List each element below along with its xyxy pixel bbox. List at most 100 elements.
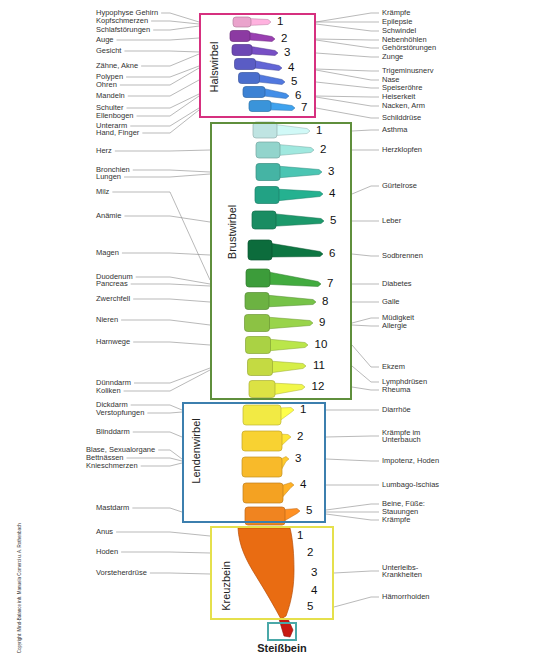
section-name: Halswirbel bbox=[209, 42, 220, 93]
leader-line bbox=[133, 342, 210, 345]
leader-line bbox=[142, 110, 199, 133]
section-name: Kreuzbein bbox=[221, 561, 232, 611]
vertebral-body bbox=[239, 73, 260, 84]
leader-line bbox=[316, 96, 379, 97]
symptom-label: Epilepsie bbox=[382, 18, 412, 26]
organ-label: Schulter bbox=[96, 104, 124, 112]
vertebral-body bbox=[253, 122, 277, 138]
leader-line bbox=[316, 13, 379, 22]
leader-line bbox=[137, 96, 199, 116]
leader-line bbox=[316, 39, 379, 40]
organ-label: Bettnässen bbox=[86, 454, 124, 462]
symptom-label: Sodbrennen bbox=[382, 252, 423, 260]
symptom-label: Trigeminusnerv bbox=[382, 67, 433, 75]
leader-line bbox=[115, 150, 210, 151]
vertebra-number: 5 bbox=[291, 76, 297, 88]
spinous-process bbox=[247, 32, 275, 41]
vertebra-number: 7 bbox=[327, 278, 333, 290]
copyright-note: Copyright: Mind-Balance inh. Manuela Com… bbox=[18, 523, 23, 653]
organ-label: Kopfschmerzen bbox=[96, 17, 148, 25]
leader-line bbox=[131, 284, 210, 286]
leader-line bbox=[352, 318, 379, 323]
symptom-label: Nacken, Arm bbox=[382, 102, 425, 110]
vertebral-body bbox=[233, 17, 251, 27]
vertebral-body bbox=[230, 31, 250, 42]
organ-label: Auge bbox=[96, 36, 114, 44]
symptom-label: Gehörstörungen bbox=[382, 44, 436, 52]
spinous-process bbox=[277, 144, 314, 155]
leader-line bbox=[316, 40, 379, 48]
leader-line bbox=[127, 94, 199, 108]
leader-line bbox=[326, 512, 379, 513]
organ-label: Hypophyse Gehirn bbox=[96, 9, 158, 17]
symptom-label: Lumbago-Ischias bbox=[382, 481, 439, 489]
symptom-label: Asthma bbox=[382, 126, 407, 134]
symptom-label: Ekzem bbox=[382, 363, 405, 371]
vertebral-body bbox=[249, 381, 275, 398]
leader-line bbox=[141, 54, 199, 66]
leader-line bbox=[134, 368, 210, 383]
leader-line bbox=[352, 387, 379, 390]
symptom-label: Gürtelrose bbox=[382, 182, 417, 190]
organ-label: Ellenbogen bbox=[96, 112, 134, 120]
symptom-label: Impotenz, Hoden bbox=[382, 457, 439, 465]
section-caption: Steißbein bbox=[257, 643, 307, 654]
vertebral-body bbox=[242, 431, 282, 451]
leader-line bbox=[352, 186, 379, 194]
organ-label: Dickdarm bbox=[96, 401, 128, 409]
leader-line bbox=[334, 597, 379, 607]
leader-line bbox=[147, 412, 182, 413]
leader-line bbox=[316, 70, 379, 80]
spinous-process bbox=[257, 74, 286, 84]
leader-line bbox=[161, 13, 199, 22]
vertebra-number: 4 bbox=[288, 62, 294, 74]
leader-line bbox=[326, 410, 379, 411]
symptom-label: Galle bbox=[382, 298, 400, 306]
vertebra-number: 12 bbox=[312, 381, 325, 393]
leader-line bbox=[352, 254, 379, 256]
leader-line bbox=[141, 463, 182, 466]
symptom-label: Lymphdrüsen bbox=[382, 378, 427, 386]
organ-label: Blase, Sexualorgane bbox=[86, 446, 155, 454]
vertebra-number: 6 bbox=[329, 248, 335, 260]
leader-line bbox=[352, 302, 379, 303]
spinous-process bbox=[267, 272, 321, 287]
spinous-process bbox=[270, 361, 307, 373]
vertebra-number: 4 bbox=[300, 479, 306, 491]
spine-section-box: Halswirbel bbox=[199, 13, 316, 118]
leader-line bbox=[352, 130, 379, 131]
vertebral-body bbox=[245, 293, 269, 310]
leader-line bbox=[352, 221, 379, 222]
vertebra-number: 10 bbox=[315, 339, 328, 351]
leader-line bbox=[352, 345, 379, 367]
leader-line bbox=[121, 320, 210, 325]
vertebral-body bbox=[246, 337, 271, 354]
leader-line bbox=[326, 514, 379, 520]
vertebra-number: 3 bbox=[311, 567, 317, 579]
symptom-label: Diabetes bbox=[382, 280, 412, 288]
leader-line bbox=[326, 436, 379, 437]
symptom-label: Beine, Füße: bbox=[382, 500, 425, 508]
leader-line bbox=[352, 325, 379, 326]
vertebra-number: 3 bbox=[328, 166, 334, 178]
organ-label: Blinddarm bbox=[96, 428, 130, 436]
vertebra-number: 1 bbox=[300, 404, 306, 416]
vertebral-body bbox=[249, 101, 271, 112]
symptom-label: Hämorrhoiden bbox=[382, 593, 430, 601]
organ-label: Gesicht bbox=[96, 47, 121, 55]
leader-line bbox=[130, 108, 199, 126]
organ-label: Polypen bbox=[96, 73, 123, 81]
organ-label: Hoden bbox=[96, 548, 118, 556]
spinous-process bbox=[268, 102, 295, 110]
organ-label: Harnwege bbox=[96, 338, 130, 346]
vertebral-body bbox=[248, 359, 273, 376]
organ-label: Anus bbox=[96, 528, 113, 536]
spinous-process bbox=[272, 383, 305, 395]
organ-label: Pancreas bbox=[96, 280, 128, 288]
leader-line bbox=[136, 277, 210, 284]
vertebra-number: 2 bbox=[320, 144, 326, 156]
leader-line bbox=[112, 192, 210, 280]
symptom-label: Heiserkeit bbox=[382, 93, 415, 101]
